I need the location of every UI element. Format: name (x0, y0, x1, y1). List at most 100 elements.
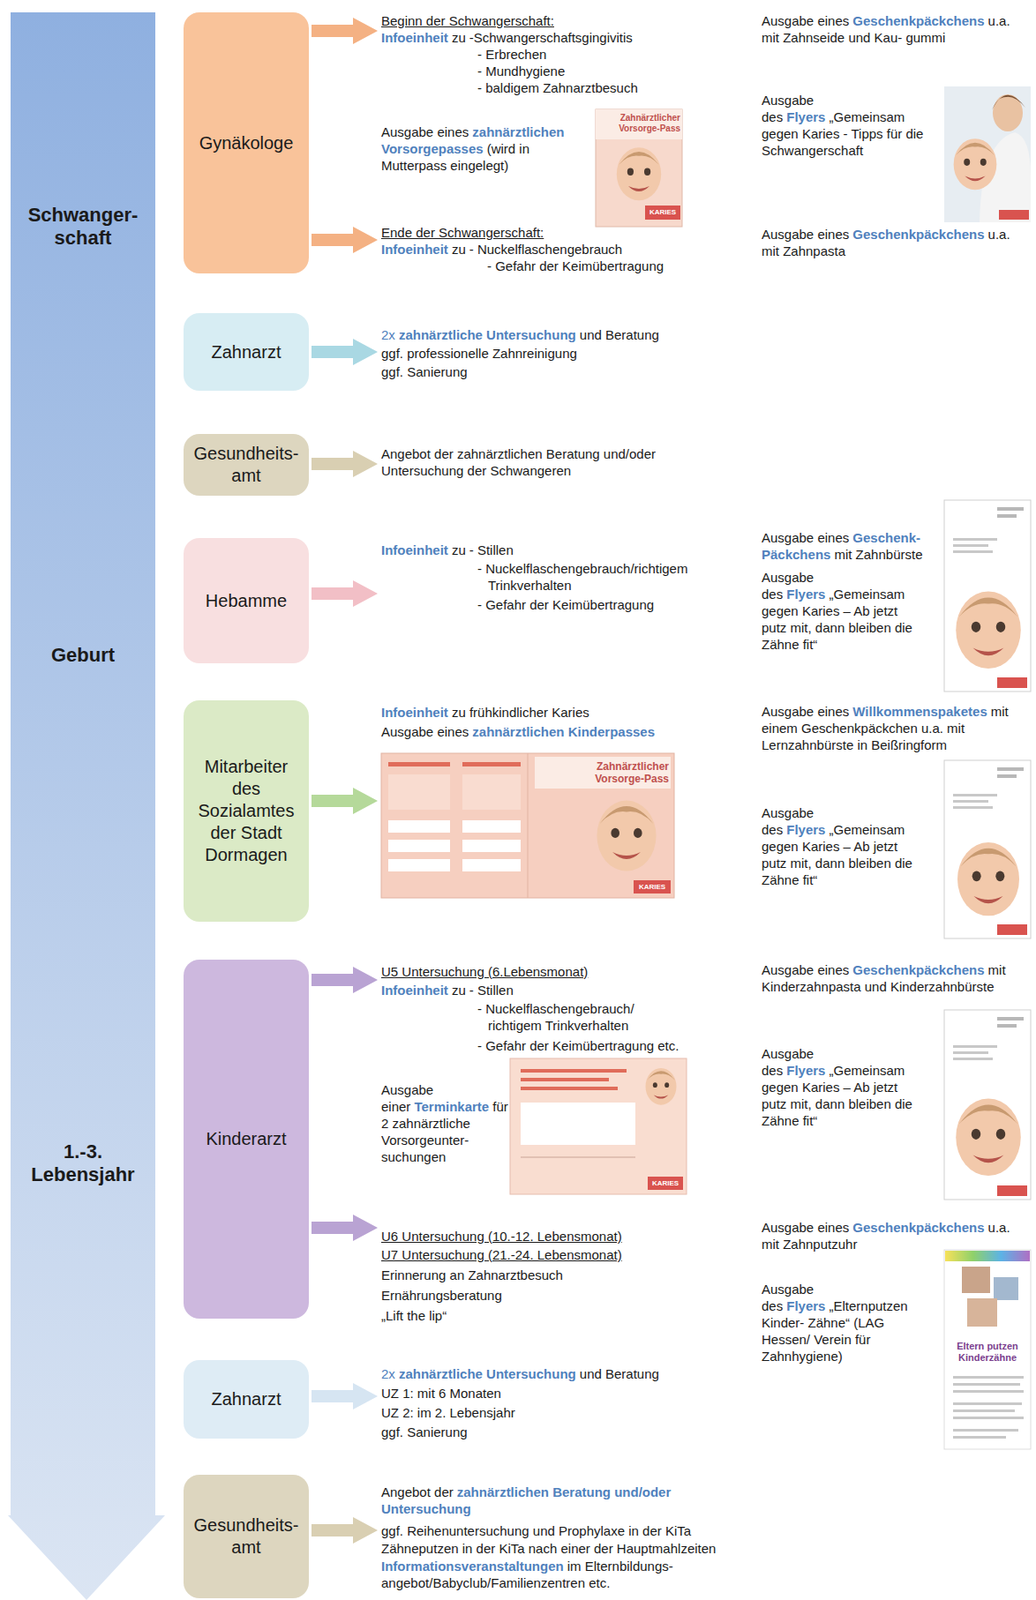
text-block: - Gefahr der Keimübertragung (487, 257, 752, 275)
info-text: - Erbrechen (477, 46, 547, 62)
info-text: „Lift the lip“ (381, 1308, 447, 1324)
flyer-image-part (997, 677, 1028, 689)
timeline-label: 1.-3. Lebensjahr (16, 1141, 150, 1187)
flyer-image-part (997, 1186, 1028, 1197)
highlight-text: zahnärztlichen Kinderpasses (472, 724, 655, 740)
flyer-image-part (997, 767, 1024, 772)
info-text: - Stillen (469, 542, 514, 558)
highlight-text: Infoeinheit (381, 983, 449, 999)
role-label: Zahnarzt (211, 341, 282, 364)
text-block: Infoeinheitzu- Stillen (381, 982, 752, 999)
flyer-image-part (953, 1045, 998, 1049)
highlight-text: Flyers (786, 109, 826, 125)
text-block: Ernährungsberatung (381, 1287, 752, 1305)
image-caption: KARIES (647, 1178, 684, 1190)
info-text: - Nuckelflaschengebrauch (469, 241, 623, 257)
kinderpass-image-part (527, 753, 529, 899)
text-block: ggf. Reihenuntersuchung und Prophylaxe i… (381, 1523, 761, 1540)
block-arrow-part (311, 450, 378, 478)
timeline-arrow-body (7, 12, 166, 1600)
image-text: KARIES (649, 208, 676, 217)
text-block: UZ 1: mit 6 Monaten (381, 1385, 752, 1403)
flyer-image-part (953, 806, 993, 810)
highlight-text: Informationsveranstaltungen (381, 1559, 564, 1575)
info-text: Ausgabe eines (761, 1220, 849, 1236)
image-text: KARIES (638, 883, 666, 892)
timeline-label: Geburt (16, 644, 150, 668)
text-block: 2xzahnärztliche Untersuchungund Beratung (381, 1366, 752, 1383)
role-label: Gesundheits- amt (188, 1515, 304, 1560)
text-block: Ausgabe eineszahnärztlichen Vorsorgepass… (381, 123, 590, 174)
mother-baby-photo-part (953, 138, 998, 190)
info-text: Erinnerung an Zahnarztbesuch (381, 1268, 564, 1284)
role-box: Mitarbeiter des Sozialamtes der Stadt Do… (183, 700, 309, 923)
image-caption: Zahnärztlicher Vorsorge-Pass (571, 760, 669, 786)
text-block: Infoeinheitzu- Nuckelflaschengebrauch (381, 240, 752, 258)
block-arrow-part (311, 967, 378, 994)
block-arrow (311, 17, 378, 1545)
flyer-image-part (997, 507, 1024, 511)
role-label: Gesundheits- amt (188, 442, 304, 488)
text-block: UZ 2: im 2. Lebensjahr (381, 1404, 752, 1422)
flyer-image-part (997, 1017, 1024, 1021)
highlight-text: 2x (381, 1366, 396, 1382)
role-label: Hebamme (205, 590, 287, 613)
text-block: Infoeinheitzu- Stillen (381, 541, 752, 559)
mother-baby-photo-part (998, 210, 1029, 220)
block-arrow-part (311, 580, 378, 608)
highlight-text: 2x (381, 327, 396, 343)
info-text: Ausgabe eines (761, 530, 849, 546)
image-caption: KARIES (633, 881, 671, 894)
flyer-image-part (944, 500, 1031, 692)
info-text: „Gemeinsam gegen Karies – Ab jetzt putz … (761, 586, 913, 653)
text-block: Zähneputzen in der KiTa nach einer der H… (381, 1540, 761, 1558)
flyer-image-part (953, 538, 998, 541)
text-block: Infoeinheitzu frühkindlicher Karies (381, 704, 752, 721)
eltern-putzen-flyer-image-part (993, 1277, 1019, 1301)
block-arrow-part (311, 1215, 378, 1242)
text-block: U5 Untersuchung (6.Lebensmonat) (381, 963, 752, 981)
text-block: Ende der Schwangerschaft: (381, 224, 752, 241)
info-text: ggf. professionelle Zahnreinigung (381, 345, 578, 361)
text-block: ggf. professionelle Zahnreinigung (381, 345, 752, 362)
role-box: Gynäkologe (183, 12, 309, 274)
flyer-image-part (997, 924, 1028, 936)
role-box: Gesundheits- amt (183, 434, 309, 496)
vorsorge-pass-image (595, 109, 683, 227)
mother-baby-photo-part (944, 86, 1031, 223)
info-text: Ausgabe eines (381, 724, 469, 740)
role-box: Gesundheits- amt (183, 1475, 309, 1600)
timeline-arrow: Schwanger- schaftGeburt1.-3. Lebensjahr (7, 12, 176, 1600)
highlight-text: Terminkarte (413, 1099, 489, 1115)
info-text: - Nuckelflaschengebrauch/ richtigem Trin… (477, 1001, 635, 1034)
info-text: Ausgabe eines (761, 13, 849, 29)
info-text: - Gefahr der Keimübertragung (477, 597, 654, 613)
kinderpass-image-part (388, 840, 451, 853)
flyer-image-part (944, 760, 1031, 939)
text-block: Ausgabe einesGeschenk- Päckchensmit Zahn… (761, 529, 934, 564)
eltern-putzen-flyer-image-part (945, 1251, 1030, 1262)
info-text: Ausgabe eines (761, 704, 849, 720)
eltern-putzen-flyer-image-part (953, 1436, 1006, 1440)
text-block: ggf. Sanierung (381, 363, 752, 381)
section-heading: U7 Untersuchung (21.-24. Lebensmonat) (381, 1247, 623, 1263)
info-text: „Elternputzen Kinder- Zähne“ (LAG Hessen… (761, 1298, 909, 1365)
text-block: 2xzahnärztliche Untersuchungund Beratung (381, 326, 752, 344)
highlight-text: Infoeinheit (381, 30, 449, 46)
mother-baby-photo (944, 86, 1031, 223)
highlight-text: Flyers (786, 1298, 826, 1314)
text-block: U6 Untersuchung (10.-12. Lebensmonat) (381, 1228, 752, 1246)
image-text: Zahnärztlicher Vorsorge-Pass (594, 760, 669, 786)
info-text: - Stillen (469, 983, 514, 999)
block-arrow-part (311, 1383, 378, 1411)
info-text: UZ 2: im 2. Lebensjahr (381, 1405, 516, 1421)
role-box: Zahnarzt (183, 313, 309, 391)
flyer-image-part (997, 774, 1017, 779)
role-box: Hebamme (183, 538, 309, 664)
eltern-putzen-flyer-image-part (944, 1250, 1031, 1450)
eltern-putzen-flyer-image-part (953, 1390, 1024, 1394)
highlight-text: Infoeinheit (381, 542, 449, 558)
highlight-text: zahnärztliche Untersuchung (398, 327, 577, 343)
flyer-image-part (953, 800, 989, 804)
